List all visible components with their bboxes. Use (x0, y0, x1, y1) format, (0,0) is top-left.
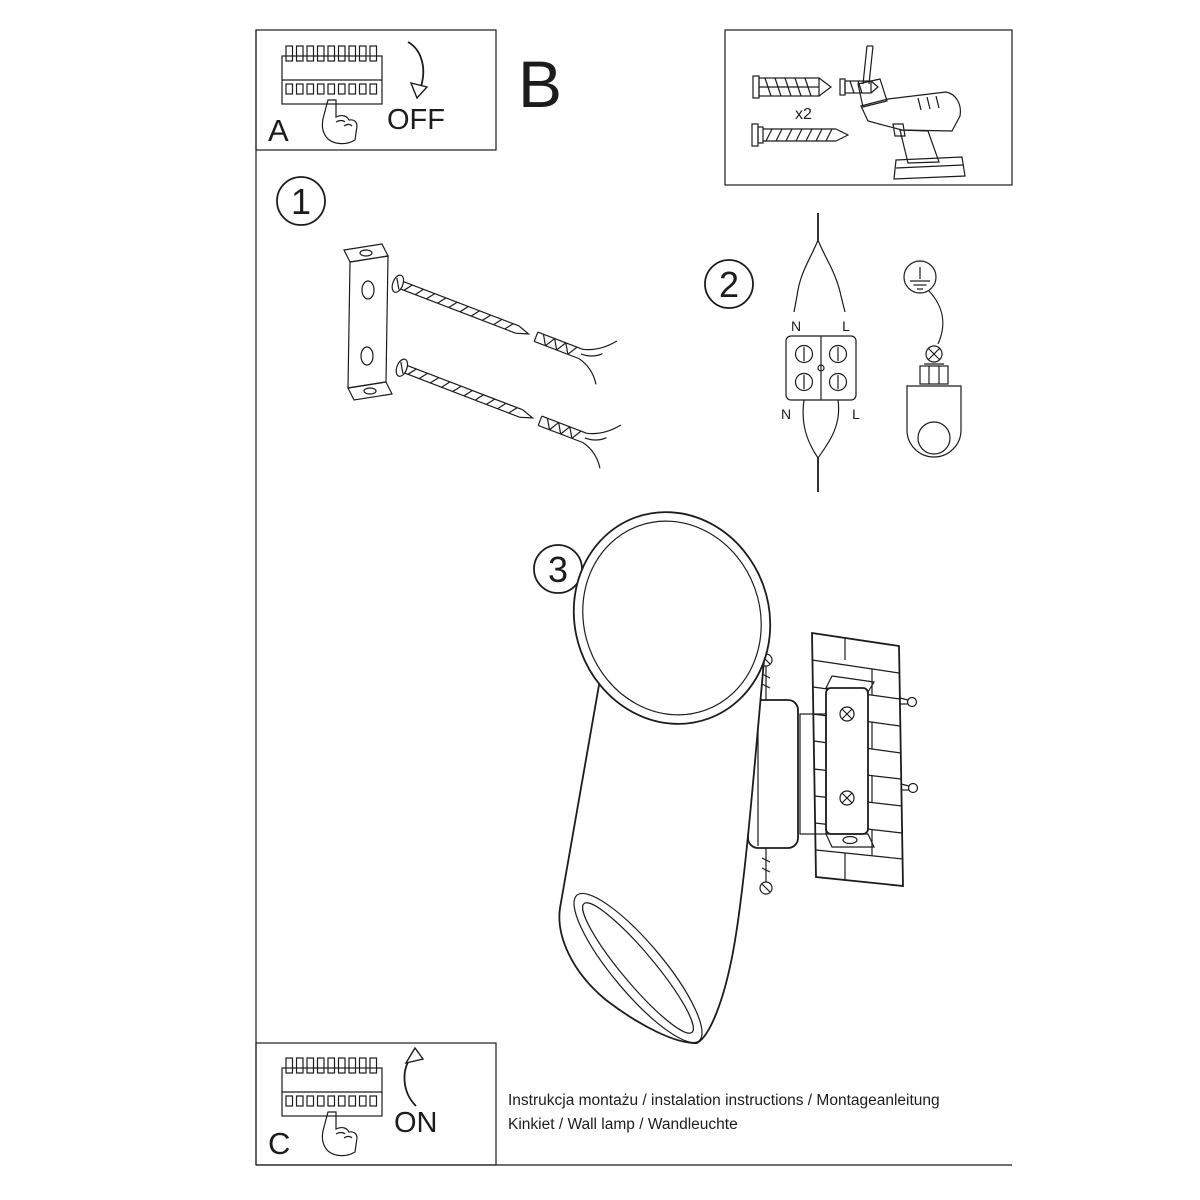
on-label: ON (394, 1107, 438, 1139)
tools-box-frame (724, 29, 1013, 186)
wire-label-n-top: N (791, 318, 801, 334)
supply-cable-icon (793, 213, 846, 313)
tools-box: x2 (724, 29, 1013, 186)
footer-line-1: Instrukcja montażu / instalation instruc… (508, 1092, 940, 1109)
step-2-badge (704, 259, 754, 309)
step-1-badge (276, 176, 326, 226)
panel-b-letter: B (518, 47, 562, 121)
terminal-block-icon (785, 335, 857, 401)
step-1: 1 (276, 176, 622, 471)
screw-anchor-icon (388, 341, 622, 471)
power-on-box-frame (255, 1042, 497, 1166)
footer-line-2: Kinkiet / Wall lamp / Wandleuchte (508, 1116, 738, 1133)
off-label: OFF (387, 104, 445, 136)
lamp-bottom-opening (573, 892, 703, 1044)
lamp-body (558, 511, 772, 1044)
lamp-top-opening (572, 511, 772, 725)
step-1-number: 1 (291, 181, 311, 222)
wall-screw-icon (900, 782, 919, 794)
panel-c-label: C (268, 1126, 290, 1161)
mount-screw-icon (759, 848, 773, 895)
ground-symbol-icon (903, 260, 937, 294)
off-arrow-icon (407, 41, 429, 100)
step-2-number: 2 (719, 264, 739, 305)
breaker-panel-icon (281, 45, 383, 145)
ground-wire (928, 290, 944, 345)
wall-plug-icon (752, 75, 832, 99)
wall-plug-small-icon (839, 78, 879, 96)
on-arrow-icon (403, 1046, 425, 1107)
breaker-panel-icon (281, 1057, 383, 1157)
earth-terminal-icon (906, 345, 962, 458)
panel-a-label: A (268, 113, 289, 148)
step-2: 2 N L N L (704, 213, 962, 492)
wall-bracket-icon (825, 675, 875, 848)
lamp-top-rim (582, 520, 762, 716)
mounting-bracket-icon (343, 243, 393, 401)
lamp-cable-icon (802, 399, 840, 492)
wire-label-n-bottom: N (781, 406, 791, 422)
wall-screw-icon (899, 696, 918, 708)
tools-quantity-label: x2 (795, 106, 812, 123)
step-3: 3 (533, 511, 919, 1044)
wire-label-l-bottom: L (852, 406, 860, 422)
wire-label-l-top: L (842, 318, 850, 334)
screw-icon (751, 123, 850, 147)
power-off-box: OFF A (255, 29, 497, 151)
footer: Instrukcja montażu / instalation instruc… (508, 1092, 940, 1133)
step-3-number: 3 (548, 549, 568, 590)
screw-anchor-icon (384, 257, 618, 387)
power-off-box-frame (255, 29, 497, 151)
power-on-box: ON C (255, 1042, 497, 1166)
drill-icon (857, 45, 966, 180)
lamp-bottom-rim (582, 902, 694, 1034)
